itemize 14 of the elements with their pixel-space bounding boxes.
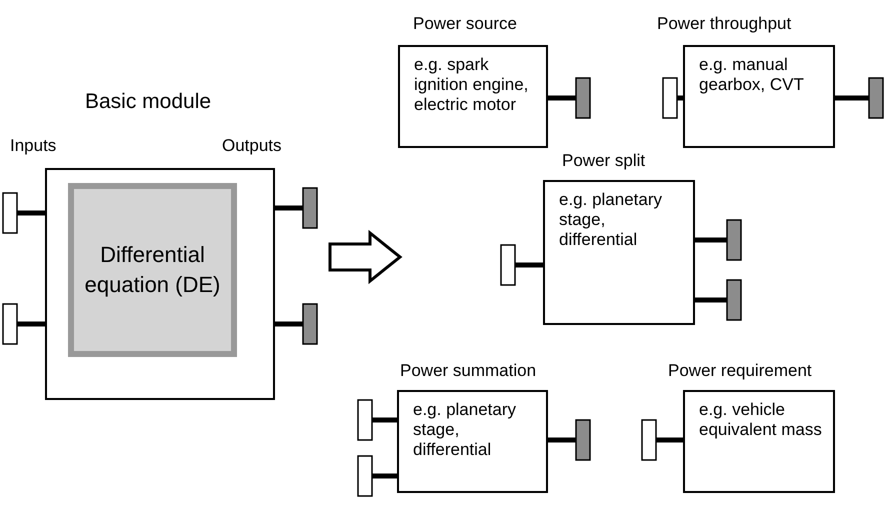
module-title: Power source (413, 14, 517, 34)
module-title: Power requirement (668, 361, 812, 381)
module-title: Power split (562, 151, 646, 171)
port-group-label: Outputs (222, 136, 282, 156)
module-description: e.g. manual gearbox, CVT (699, 55, 805, 95)
module-title: Power throughput (657, 14, 792, 34)
module-description: e.g. planetary stage, differential (559, 190, 664, 250)
module-title: Basic module (85, 90, 212, 114)
module-description: e.g. vehicle equivalent mass (699, 400, 823, 440)
module-description: e.g. spark ignition engine, electric motor (414, 55, 530, 115)
equation-text: Differential equation (DE) (84, 241, 222, 299)
module-title: Power summation (400, 361, 536, 381)
port-group-label: Inputs (10, 136, 56, 156)
module-description: e.g. planetary stage, differential (413, 400, 518, 460)
